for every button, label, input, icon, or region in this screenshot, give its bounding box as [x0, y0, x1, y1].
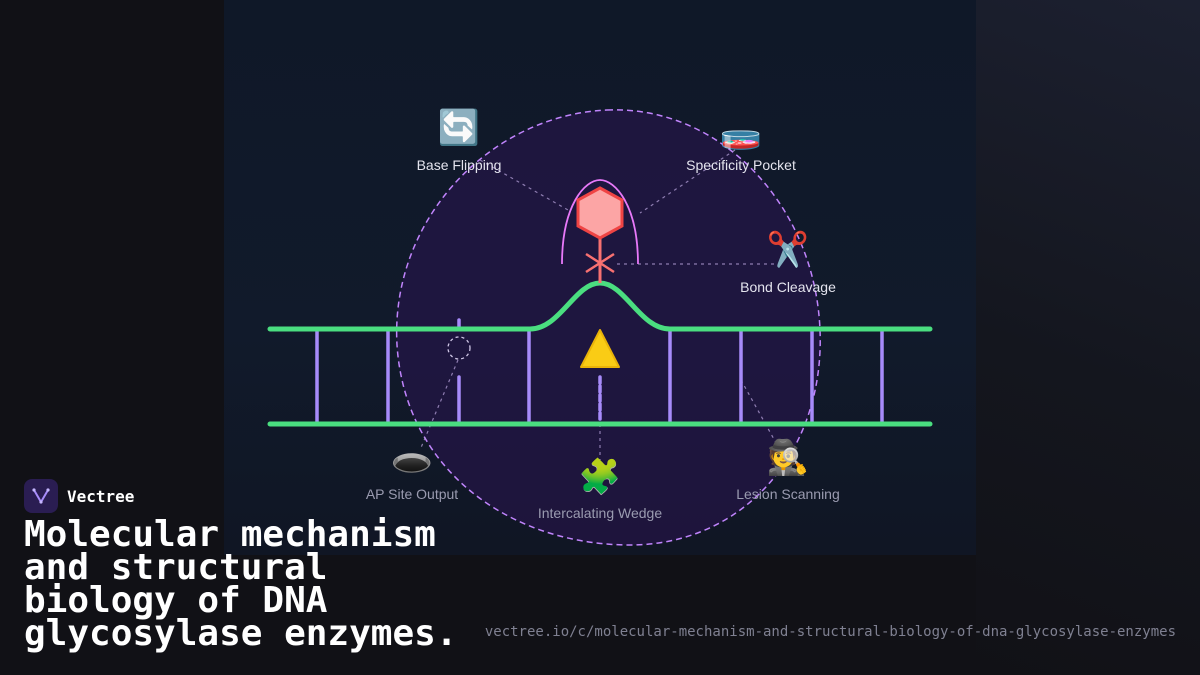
scissors-icon: ✂️: [766, 230, 810, 270]
ap-site-marker: [447, 336, 471, 360]
base-pairs: [315, 318, 884, 424]
brand-name: Vectree: [67, 486, 135, 506]
arrows-cycle-icon: 🔄: [437, 108, 481, 148]
vectree-logo-icon: [24, 479, 58, 513]
node-label-specificity-pocket: Specificity Pocket: [686, 157, 796, 173]
damaged-base-hexagon: [576, 186, 624, 240]
background-shade: [976, 0, 1200, 675]
petri-dish-icon: 🧫: [719, 112, 763, 152]
source-url[interactable]: vectree.io/c/molecular-mechanism-and-str…: [484, 624, 1176, 640]
node-label-lesion-scanning: Lesion Scanning: [736, 486, 840, 502]
puzzle-piece-icon: 🧩: [578, 457, 622, 497]
connector-lines: [419, 149, 781, 460]
enzyme-circle: [395, 109, 821, 546]
node-label-intercalating-wedge: Intercalating Wedge: [537, 505, 663, 521]
specificity-pocket-outline: [561, 179, 639, 265]
node-label-ap-site-output: AP Site Output: [365, 486, 459, 502]
brand[interactable]: Vectree: [24, 479, 134, 513]
hole-icon: 🕳️: [390, 438, 434, 478]
wedge-triangle: [580, 329, 620, 368]
page-title: Molecular mechanism and structural biolo…: [24, 514, 458, 654]
node-label-base-flipping: Base Flipping: [416, 157, 502, 173]
detective-icon: 🕵️: [766, 438, 810, 478]
scissile-bond-cross: [585, 252, 615, 274]
node-label-bond-cleavage: Bond Cleavage: [740, 279, 836, 295]
